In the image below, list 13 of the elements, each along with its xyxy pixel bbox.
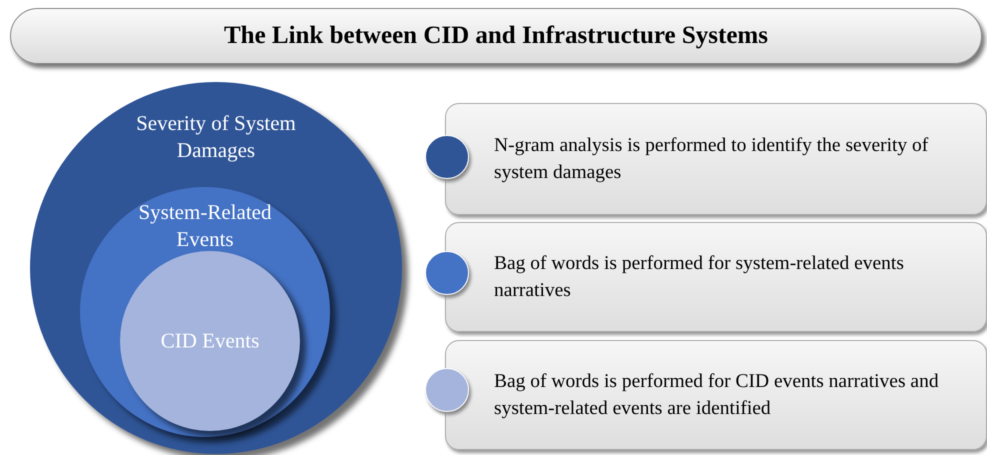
circle-label: CID Events xyxy=(160,328,260,354)
card-text: N-gram analysis is performed to identify the severity of system damages xyxy=(494,134,930,185)
circle-label: Severity of System Damages xyxy=(135,110,297,164)
text-card xyxy=(445,222,987,332)
bullet-dot xyxy=(425,135,469,179)
title-banner: The Link between CID and Infrastructure Systems xyxy=(10,8,982,64)
bullet-dot xyxy=(425,251,469,295)
card-text: Bag of words is performed for CID events narratives and system-related events are identified xyxy=(494,370,940,421)
card-text: Bag of words is performed for system-related events narratives xyxy=(494,252,905,303)
text-card xyxy=(445,103,987,215)
bullet-dot xyxy=(425,368,469,412)
text-card xyxy=(445,340,987,450)
circle-label: System-Related Events xyxy=(138,199,272,253)
